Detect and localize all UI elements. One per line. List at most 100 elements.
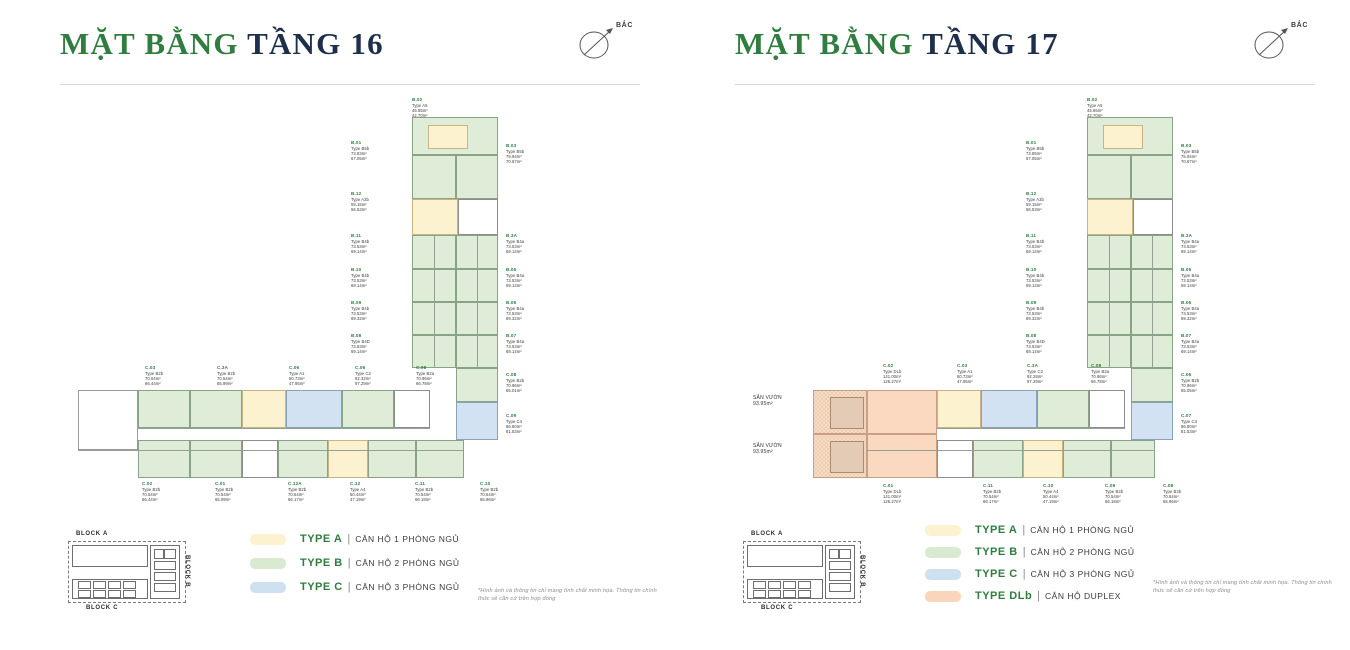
label-17-b3a-code: B.3A	[1181, 233, 1193, 238]
unit-17-block-c03[interactable]	[937, 390, 981, 428]
label-17-c01-type: Type DLb	[883, 488, 902, 494]
compass-north-icon	[579, 28, 613, 59]
unit-17-block-b03[interactable]	[1131, 155, 1173, 199]
label-17-b3a-type: Type B4a	[1181, 238, 1200, 244]
unit-17-block-c10[interactable]	[1023, 440, 1063, 478]
label-17-b05-gross: 73.53m²	[1181, 277, 1197, 283]
unit-block-c3a[interactable]	[190, 390, 242, 428]
label-17-b03-type: Type B5b	[1181, 148, 1200, 154]
label-17-b02: B.02 Type A5 45.65m² 42.70m²	[1087, 97, 1103, 118]
block-a-label-16: BLOCK A	[76, 531, 109, 537]
legend-desc-b-17: CĂN HỘ 2 PHÒNG NGỦ	[1030, 547, 1135, 557]
label-17-b06: B.06 Type B4a 73.53m² 69.32m²	[1181, 300, 1199, 321]
label-17-b10-type: Type B4b	[1026, 272, 1045, 278]
garden-area-1	[813, 390, 867, 434]
unit-block-c02[interactable]	[138, 440, 190, 478]
unit-17-block-c11[interactable]	[973, 440, 1023, 478]
bm17-cell-1	[829, 549, 839, 559]
unit-17-block-c01-duplex[interactable]	[867, 434, 937, 478]
block-c-label-17: BLOCK C	[761, 605, 794, 611]
block-outline-dashed-17	[743, 541, 861, 603]
legend-item-type-b-17[interactable]: TYPE B | CĂN HỘ 2 PHÒNG NGỦ	[925, 541, 1135, 563]
bm17-cell-6	[753, 581, 766, 589]
label-17-b03: B.03 Type B5b 75.94m² 70.67m²	[1181, 143, 1199, 164]
unit-block-c01[interactable]	[190, 440, 242, 478]
label-17-b06-net: 69.32m²	[1181, 315, 1197, 321]
title-floor-17: TẦNG 17	[922, 26, 1059, 61]
block-outline-dashed-16	[68, 541, 186, 603]
compass-north-icon-17	[1254, 28, 1288, 59]
garden-label-1: SÂN VƯỜN 93.95m²	[753, 395, 782, 407]
label-17-b12-code: B.12	[1026, 191, 1037, 196]
label-b3a-gross: 73.53m²	[506, 243, 522, 249]
unit-block-b01[interactable]	[412, 155, 456, 199]
label-c12a-gross: 70.54m²	[288, 491, 304, 497]
label-c03-type: Type B2b	[145, 370, 164, 376]
unit-block-c10[interactable]	[416, 440, 464, 478]
legend-item-type-c-16[interactable]: TYPE C | CĂN HỘ 3 PHÒNG NGỦ	[250, 575, 460, 599]
legend-desc-b-16: CĂN HỘ 2 PHÒNG NGỦ	[355, 558, 460, 568]
core-lift-lobby-b-upper	[458, 199, 498, 235]
garden-label-1-area: 93.95m²	[753, 401, 773, 407]
compass-rose-16: BẮC	[575, 22, 633, 64]
unit-block-b03[interactable]	[456, 155, 498, 199]
legend-item-type-a-16[interactable]: TYPE A | CĂN HỘ 1 PHÒNG NGỦ	[250, 527, 460, 551]
unit-block-c08-upper[interactable]	[456, 368, 498, 402]
label-17-b12: B.12 Type A3b 59.15m² 56.53m²	[1026, 191, 1044, 212]
label-b02-net: 42.70m²	[412, 112, 428, 118]
bm17-cell-11	[768, 590, 781, 598]
unit-17-block-c3a[interactable]	[981, 390, 1037, 428]
label-17-c3a-gross: 92.28m²	[1027, 373, 1043, 379]
label-17-c10-code: C.10	[1043, 483, 1054, 488]
unit-block-c12[interactable]	[328, 440, 368, 478]
label-b03-gross: 75.94m²	[506, 153, 522, 159]
label-c02-code: C.02	[142, 481, 153, 486]
legend-item-type-dlb-17[interactable]: TYPE DLb | CĂN HỘ DUPLEX	[925, 585, 1135, 607]
bm17-cell-2	[839, 549, 851, 559]
unit-17-block-c09[interactable]	[1063, 440, 1111, 478]
legend-item-type-b-16[interactable]: TYPE B | CĂN HỘ 2 PHÒNG NGỦ	[250, 551, 460, 575]
unit-block-b12[interactable]	[412, 199, 458, 235]
unit-17-block-c06[interactable]	[1131, 368, 1173, 402]
unit-block-c11[interactable]	[368, 440, 416, 478]
unit-17-block-c07[interactable]	[1131, 402, 1173, 440]
label-b09-gross: 73.53m²	[351, 310, 367, 316]
label-b12-code: B.12	[351, 191, 362, 196]
label-17-b3a: B.3A Type B4a 73.53m² 69.14m²	[1181, 233, 1199, 254]
label-17-c01-gross: 141.00m²	[883, 493, 902, 499]
unit-17-block-b12[interactable]	[1087, 199, 1133, 235]
partition-17-corridor-top	[937, 428, 1125, 429]
unit-block-c06-c2[interactable]	[286, 390, 342, 428]
legend-item-type-c-17[interactable]: TYPE C | CĂN HỘ 3 PHÒNG NGỦ	[925, 563, 1135, 585]
bm17-cell-10	[753, 590, 766, 598]
bm17-cell-4	[829, 572, 851, 581]
unit-block-c03[interactable]	[138, 390, 190, 428]
label-17-c08-upper: C.08 Type B2a 70.96m² 66.78m²	[1091, 363, 1109, 384]
legend-swatch-type-a-16	[250, 533, 286, 545]
bm-cell-7	[93, 581, 106, 589]
label-17-b07: B.07 Type B4a 73.53m² 69.14m²	[1181, 333, 1199, 354]
unit-block-c08[interactable]	[342, 390, 394, 428]
unit-block-c12a[interactable]	[278, 440, 328, 478]
unit-block-c06-a1[interactable]	[242, 390, 286, 428]
legend-item-type-a-17[interactable]: TYPE A | CĂN HỘ 1 PHÒNG NGỦ	[925, 519, 1135, 541]
bm17-cell-9	[798, 581, 811, 589]
label-17-b03-gross: 75.94m²	[1181, 153, 1197, 159]
unit-17-block-b01[interactable]	[1087, 155, 1131, 199]
title-prefix-17: MẶT BẰNG	[735, 26, 914, 61]
label-17-b08-code: B.08	[1026, 333, 1037, 338]
legend-sep-c-17: |	[1022, 568, 1026, 580]
label-17-c02-code: C.02	[883, 363, 894, 368]
label-17-b05-net: 69.14m²	[1181, 282, 1197, 288]
unit-17-block-c08-upper[interactable]	[1037, 390, 1089, 428]
unit-block-c09[interactable]	[456, 402, 498, 440]
unit-17-block-c08-lower[interactable]	[1111, 440, 1155, 478]
label-b05-code: B.05	[506, 267, 517, 272]
unit-17-block-c02-duplex[interactable]	[867, 390, 937, 434]
label-c06a-type: Type A1	[289, 370, 305, 376]
legend-type-c-label-16: TYPE C	[300, 581, 343, 593]
label-b08: B.08 Type B4D 73.53m² 69.14m²	[351, 333, 370, 354]
label-c06c-gross: 92.32m²	[355, 375, 371, 381]
label-c08w-type: Type B2a	[416, 370, 435, 376]
label-c10: C.10 Type B2b 70.54m² 65.96m²	[480, 481, 498, 502]
